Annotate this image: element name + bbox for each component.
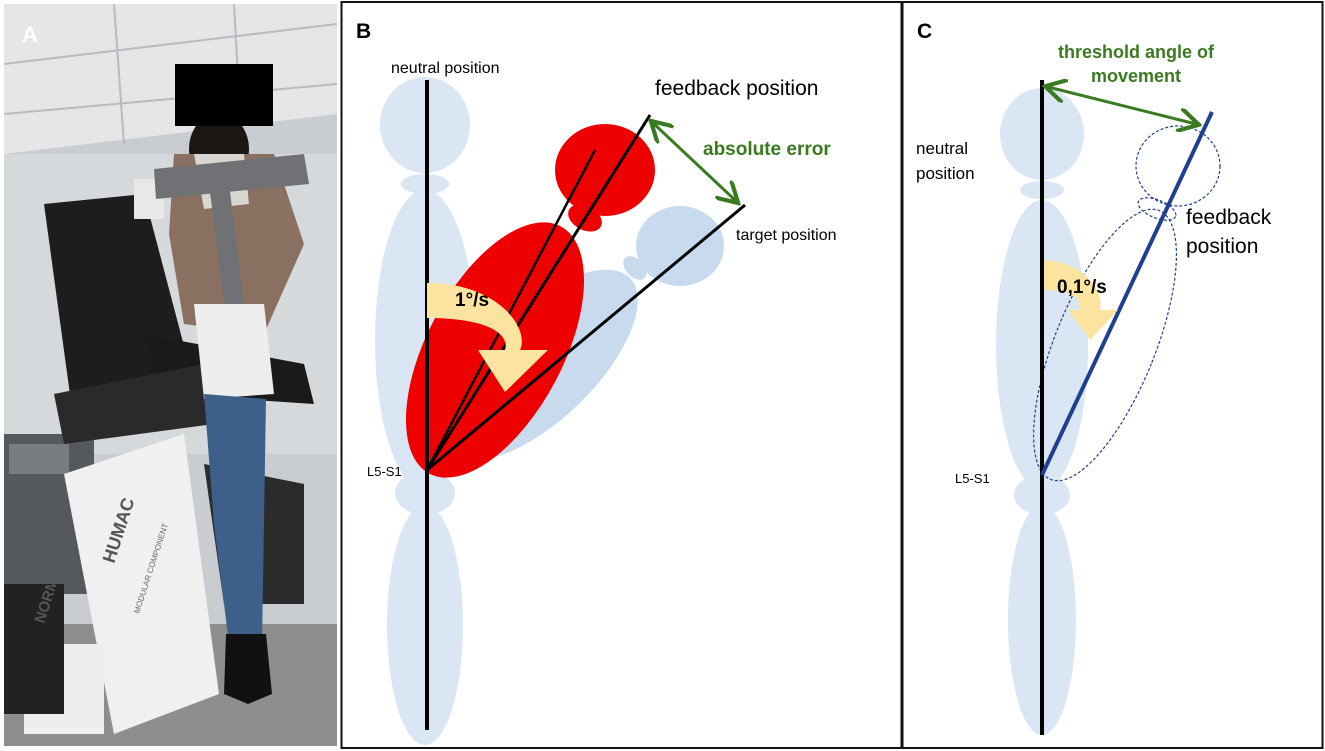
feedback-label-c-line2: position bbox=[1186, 235, 1258, 258]
threshold-arrow bbox=[1048, 87, 1196, 124]
joint-label-b: L5-S1 bbox=[367, 464, 402, 479]
person-boot bbox=[224, 634, 272, 704]
panel-b-label: B bbox=[356, 20, 371, 43]
neutral-label-c-line2: position bbox=[916, 164, 975, 183]
panel-a-label: A bbox=[22, 22, 38, 47]
target-line bbox=[426, 203, 746, 472]
panel-a-photo: HUMAC NORM MODULAR COMPONENT A bbox=[4, 4, 337, 746]
speed-label-b: 1°/s bbox=[455, 290, 489, 311]
feedback-label-c-line1: feedback bbox=[1186, 206, 1272, 229]
feedback-position-label-b: feedback position bbox=[655, 77, 818, 100]
absolute-error-arrow bbox=[653, 123, 736, 201]
speed-label-c: 0,1°/s bbox=[1057, 277, 1107, 298]
person-shirt bbox=[194, 304, 274, 399]
neutral-position-label-b: neutral position bbox=[391, 60, 500, 77]
machine-part bbox=[4, 584, 64, 714]
threshold-label-line2: movement bbox=[1091, 66, 1181, 86]
joint-label-c: L5-S1 bbox=[955, 471, 990, 486]
panel-c-label: C bbox=[917, 20, 932, 43]
absolute-error-label: absolute error bbox=[703, 139, 831, 160]
machine-arm bbox=[54, 364, 214, 444]
trunk-axis-line bbox=[425, 149, 597, 471]
target-position-label-b: target position bbox=[736, 227, 837, 244]
rotation-arrow bbox=[427, 283, 548, 392]
person-jeans bbox=[204, 394, 266, 644]
feedback-line bbox=[425, 114, 652, 471]
face-redaction-box bbox=[175, 64, 273, 126]
rotation-arrow-c bbox=[1044, 260, 1118, 340]
harness-strap-2 bbox=[209, 184, 244, 304]
harness-strap bbox=[154, 154, 309, 199]
panel-c-frame bbox=[901, 1, 1324, 749]
neutral-label-c-line1: neutral bbox=[916, 139, 968, 158]
panel-b: 1°/s absolute error neutral position fee… bbox=[356, 20, 837, 745]
panel-c: 0,1°/s threshold angle of movement neutr… bbox=[916, 20, 1272, 735]
threshold-label-line1: threshold angle of bbox=[1058, 42, 1215, 62]
feedback-line-c bbox=[1040, 111, 1214, 476]
